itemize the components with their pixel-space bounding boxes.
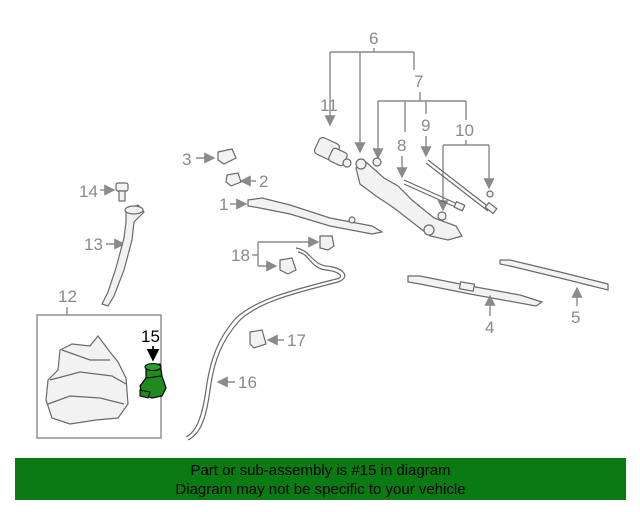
callout-2: 2 — [259, 172, 268, 191]
filler-neck-part — [101, 204, 145, 307]
bolt-part — [115, 182, 129, 202]
connector-part — [249, 329, 267, 349]
callout-8: 8 — [397, 136, 406, 155]
banner-line-2: Diagram may not be specific to your vehi… — [175, 481, 466, 498]
clip-part-b — [279, 257, 297, 275]
callout-11: 11 — [320, 96, 338, 115]
callout-16: 16 — [238, 373, 257, 392]
wiper-linkage-part — [355, 157, 498, 241]
callout-13: 13 — [84, 235, 103, 254]
clip-part-a — [319, 235, 335, 251]
callout-12: 12 — [58, 287, 77, 306]
callout-14: 14 — [79, 182, 98, 201]
cap-part-2 — [225, 172, 242, 187]
callout-1: 1 — [219, 195, 228, 214]
callout-18: 18 — [231, 246, 250, 265]
washer-pump-part-highlighted — [139, 362, 167, 399]
washer-reservoir-part — [45, 335, 129, 425]
callout-15: 15 — [141, 327, 160, 346]
callout-6: 6 — [369, 29, 378, 48]
washer-hose-part — [185, 247, 346, 441]
wiper-motor-part — [313, 136, 352, 168]
wiper-blade-5-part — [499, 259, 609, 291]
info-banner: Part or sub-assembly is #15 in diagram D… — [15, 458, 626, 500]
callout-17: 17 — [287, 331, 306, 350]
wiper-blade-4-part — [407, 275, 544, 307]
callout-7: 7 — [414, 72, 423, 91]
wiper-arm-part — [247, 197, 384, 235]
cap-part-3 — [217, 148, 237, 165]
callout-5: 5 — [571, 308, 580, 327]
callout-3: 3 — [182, 150, 191, 169]
callout-4: 4 — [485, 318, 494, 337]
callout-10: 10 — [455, 121, 474, 140]
callout-9: 9 — [421, 116, 430, 135]
parts-diagram: 6 7 8 9 10 11 3 2 — [36, 29, 609, 441]
banner-line-1: Part or sub-assembly is #15 in diagram — [190, 462, 451, 479]
